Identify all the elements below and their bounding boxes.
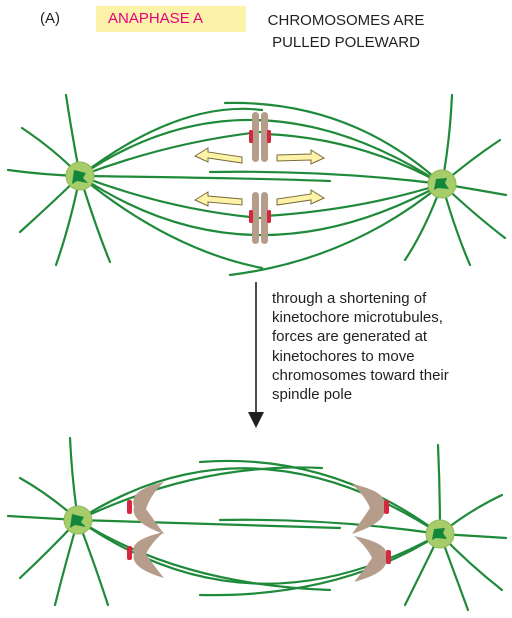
left-pole-astral-microtubules: [8, 95, 110, 265]
caption-line-1: through a shortening of: [272, 289, 508, 308]
kinetochore: [249, 210, 253, 223]
kinetochore: [267, 130, 271, 143]
top-spindle: [8, 95, 506, 275]
arrow-left-upper: [195, 148, 242, 163]
kinetochore: [249, 130, 253, 143]
kinetochore: [127, 500, 132, 514]
kinetochore: [127, 546, 132, 560]
kinetochore: [267, 210, 271, 223]
chromatid-right-lower: [354, 536, 391, 582]
sister-chromatid-left: [252, 112, 259, 162]
sister-chromatid-right: [261, 112, 268, 162]
caption-line-2: kinetochore microtubules,: [272, 308, 508, 327]
caption-line-4: kinetochores to move: [272, 347, 508, 366]
arrow-right-lower: [277, 190, 324, 205]
spindle-microtubules: [78, 461, 440, 595]
transition-caption: through a shortening of kinetochore micr…: [272, 289, 508, 404]
sister-chromatid-right: [261, 192, 268, 244]
right-pole-astral-microtubules: [405, 445, 506, 610]
caption-line-5: chromosomes toward their: [272, 366, 508, 385]
kinetochore: [384, 500, 389, 514]
arrow-left-lower: [195, 192, 242, 206]
sister-chromatid-left: [252, 192, 259, 244]
chromatid-left-lower: [127, 532, 164, 578]
kinetochore: [386, 550, 391, 564]
caption-line-6: spindle pole: [272, 385, 508, 404]
arrow-right-upper: [277, 150, 324, 164]
bottom-spindle: [8, 438, 506, 610]
caption-line-3: forces are generated at: [272, 327, 508, 346]
